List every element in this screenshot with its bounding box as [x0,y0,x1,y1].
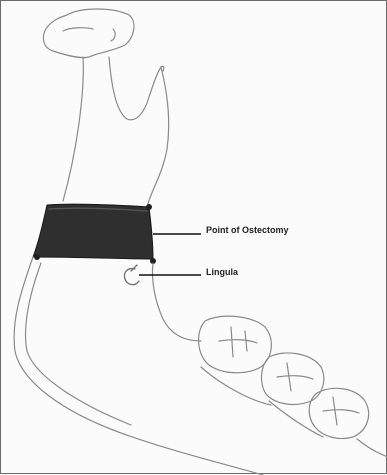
body-tail [357,439,387,457]
coronoid-process [147,67,169,207]
ostectomy-label: Point of Ostectomy [206,225,289,235]
band-corner-top [146,204,152,210]
ramus-posterior-border [63,57,83,201]
molar-1 [199,316,272,373]
lingula-label: Lingula [206,267,238,277]
inferior-border [14,257,263,475]
ostectomy-band [33,204,153,259]
molar-2 [262,353,324,405]
inferior-border-inner [26,263,131,425]
body-lower-line-2 [269,401,323,437]
condyle-mark [63,28,93,31]
sigmoid-notch [109,57,161,120]
condyle-mark-2 [111,29,115,41]
condyle-head [43,9,134,58]
band-corner-left [34,254,40,260]
